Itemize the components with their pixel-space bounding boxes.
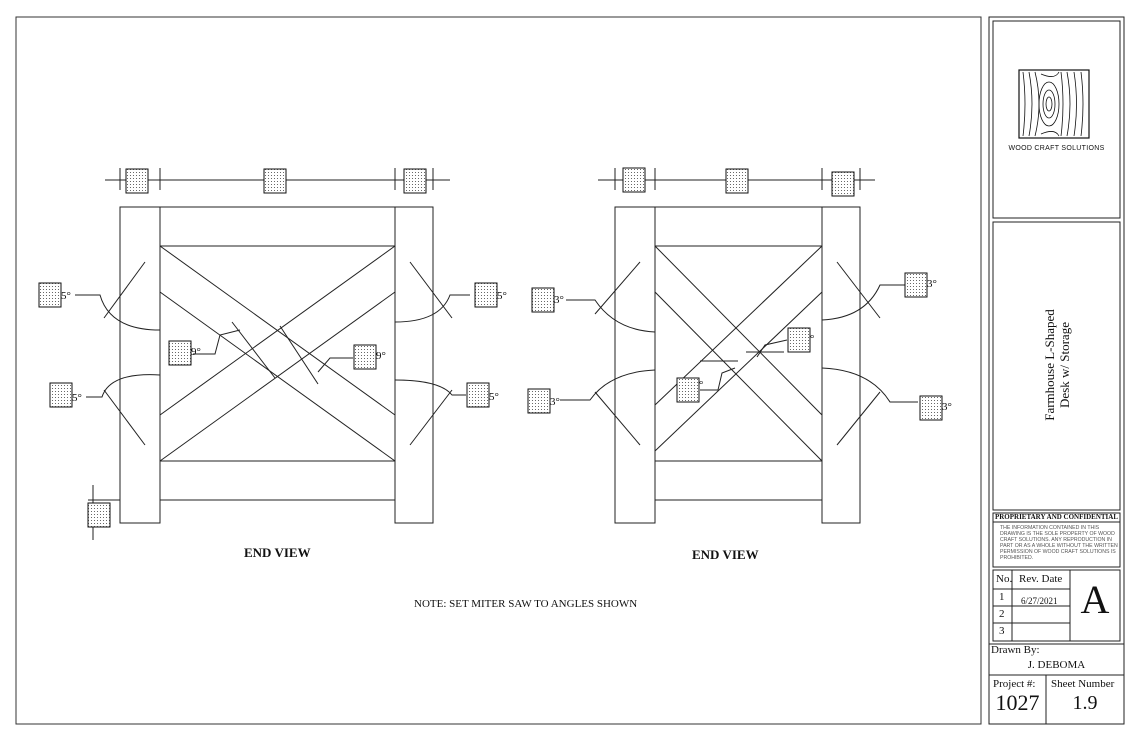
angle-label-right-center-2: ° — [699, 379, 703, 391]
rev-no-1: 1 — [999, 591, 1005, 603]
rev-no-2: 2 — [999, 608, 1005, 620]
wood-logo-icon — [1018, 69, 1090, 139]
drawn-by-label: Drawn By: — [991, 644, 1040, 656]
project-no-label: Project #: — [993, 678, 1036, 690]
project-title-line1: Farmhouse L-Shaped — [1042, 309, 1057, 421]
rev-date-header: Rev. Date — [1019, 573, 1063, 585]
confidential-text: THE INFORMATION CONTAINED IN THIS DRAWIN… — [1000, 525, 1118, 561]
angle-label-left-3: 5° — [72, 392, 82, 404]
angle-label-left-center-2: 9° — [376, 350, 386, 362]
end-view-right — [560, 168, 918, 524]
project-title: Farmhouse L-Shaped Desk w/ Storage — [1042, 309, 1072, 421]
project-title-line2: Desk w/ Storage — [1057, 322, 1072, 408]
rev-no-3: 3 — [999, 625, 1005, 637]
note-text: NOTE: SET MITER SAW TO ANGLES SHOWN — [414, 598, 638, 610]
rev-date-1: 6/27/2021 — [1021, 596, 1058, 606]
angle-label-left-center-1: 9° — [191, 346, 201, 358]
sheet-number-label: Sheet Number — [1051, 678, 1115, 690]
confidential-heading: PROPRIETARY AND CONFIDENTIAL — [994, 513, 1119, 521]
drawing-border — [15, 16, 982, 725]
view-label-right: END VIEW — [692, 547, 759, 562]
angle-numerals: 5° 5° 5° 5° 9° 9° 3° 3° 3° 3° ° ° — [61, 278, 952, 413]
drawn-by-value: J. DEBOMA — [1027, 659, 1086, 671]
title-block-frame — [988, 16, 1125, 725]
angle-label-left-4: 5° — [489, 391, 499, 403]
angle-label-right-center-1: ° — [810, 333, 814, 345]
angle-label-right-1: 3° — [554, 294, 564, 306]
rev-no-header: No. — [996, 573, 1013, 585]
angle-label-left-1: 5° — [61, 290, 71, 302]
end-view-left — [75, 168, 470, 540]
view-label-left: END VIEW — [244, 545, 311, 560]
angle-label-left-2: 5° — [497, 290, 507, 302]
angle-label-right-3: 3° — [550, 396, 560, 408]
project-no-value: 1027 — [995, 690, 1040, 715]
company-name: WOOD CRAFT SOLUTIONS — [1008, 145, 1105, 152]
angle-label-right-4: 3° — [942, 401, 952, 413]
angle-label-right-2: 3° — [927, 278, 937, 290]
revision-letter: A — [1080, 577, 1110, 622]
sheet-number-value: 1.9 — [1072, 692, 1098, 714]
angle-tags — [38, 167, 943, 528]
